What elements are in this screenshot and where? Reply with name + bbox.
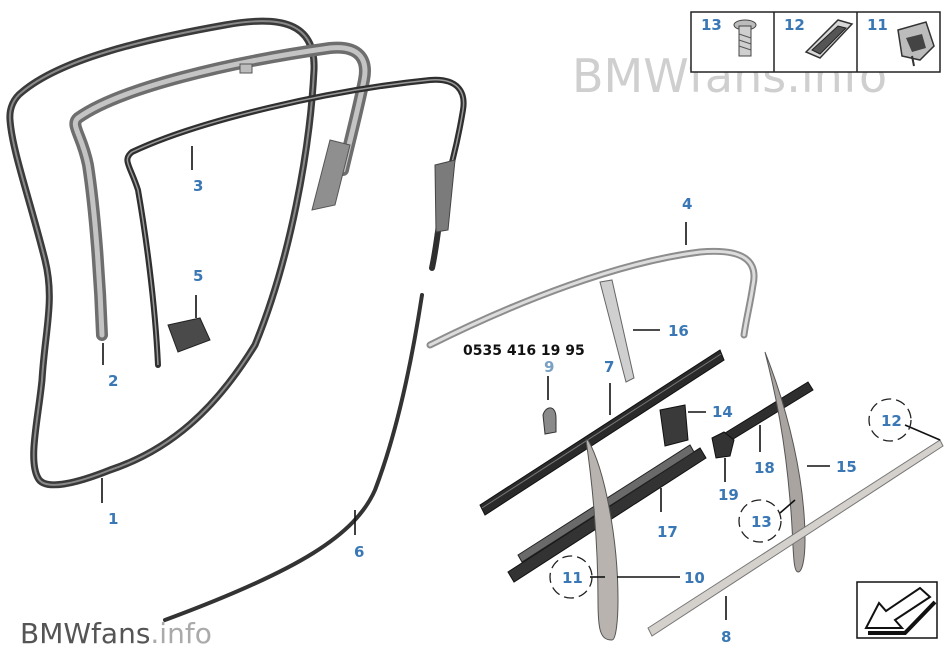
part-18-short-bar (724, 381, 814, 442)
part-16-pillar-trim (599, 279, 635, 383)
part-7-dark-seal (479, 349, 725, 516)
callout-1: 1 (108, 510, 118, 528)
callout-2: 2 (108, 372, 118, 390)
callout-19: 19 (718, 486, 739, 504)
callout-3: 3 (193, 177, 203, 195)
callout-circle-13 (738, 499, 782, 543)
nut-clip-icon (897, 21, 935, 67)
callout-circle-12 (868, 398, 912, 442)
part-14-bracket (659, 404, 689, 447)
part-10-curved-panel (585, 439, 619, 641)
clip-icon (804, 19, 854, 59)
callout-16: 16 (668, 322, 689, 340)
leader-lines (101, 146, 941, 620)
arrow-nav-icon[interactable] (856, 581, 938, 639)
part-5-bracket (167, 317, 211, 353)
part-4-roof-trim (426, 247, 758, 349)
part-6-seal-strip (163, 293, 424, 622)
legend-box: 13 12 11 (690, 11, 941, 73)
legend-label-12: 12 (784, 16, 805, 34)
part-3-window-channel (124, 76, 467, 368)
callout-9: 9 (544, 358, 554, 376)
callout-6: 6 (354, 543, 364, 561)
callout-11: 11 (562, 569, 583, 587)
watermark-bottom: BMWfans.info (20, 617, 212, 650)
callout-4: 4 (682, 195, 692, 213)
callout-13: 13 (751, 513, 772, 531)
part-number-label: 0535 416 19 95 (463, 343, 585, 359)
callout-12: 12 (881, 412, 902, 430)
callout-circle-11 (549, 555, 593, 599)
callout-10: 10 (684, 569, 705, 587)
callout-14: 14 (712, 403, 733, 421)
callout-8: 8 (721, 628, 731, 646)
legend-label-11: 11 (867, 16, 888, 34)
legend-label-13: 13 (701, 16, 722, 34)
part-1-door-seal (6, 17, 318, 489)
callout-17: 17 (657, 523, 678, 541)
callout-18: 18 (754, 459, 775, 477)
callout-7: 7 (604, 358, 614, 376)
screw-icon (733, 19, 757, 57)
part-9-clip (542, 407, 557, 435)
part-8-sill-strip (647, 439, 944, 637)
part-15-curved-trim (764, 351, 806, 573)
callout-5: 5 (193, 267, 203, 285)
callout-15: 15 (836, 458, 857, 476)
part-19-clip (711, 431, 735, 459)
part-2-frame-trim (69, 41, 371, 341)
